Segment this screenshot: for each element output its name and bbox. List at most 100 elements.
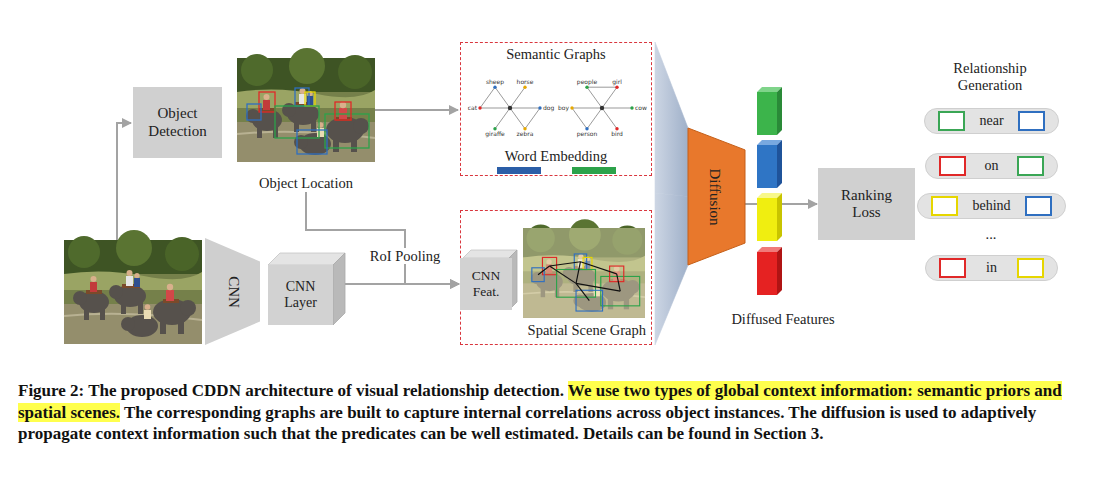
box-label: Object Detection — [141, 105, 215, 140]
diffused-feature-bar — [777, 140, 782, 188]
graph-dot — [585, 86, 588, 89]
graph-word: cat — [468, 105, 477, 111]
graph-link — [480, 87, 540, 129]
relation-pill: on — [925, 153, 1058, 179]
dashed-region: Spatial Scene Graph CNN Feat. — [460, 210, 652, 345]
graph-word: bird — [611, 131, 623, 137]
graph-dot — [478, 106, 481, 109]
object-square — [1019, 112, 1044, 130]
diffused-feature-bar — [777, 193, 782, 241]
diffused-feature-bar — [757, 140, 782, 188]
layer-box-3d — [333, 253, 345, 325]
figure-label: Diffused Features — [731, 311, 834, 328]
graph-word: people — [577, 79, 597, 85]
pill-shape — [918, 194, 1066, 219]
graph-dot — [523, 86, 526, 89]
graph-word: dog — [543, 105, 554, 111]
trapezoid-shape — [205, 238, 260, 345]
scene-graph-links — [576, 262, 580, 284]
diffused-feature-bar — [757, 87, 782, 135]
diffusion-trapezoid: Diffusion — [688, 128, 745, 265]
diffused-feature-bar — [777, 247, 782, 295]
detection-photo — [237, 48, 375, 162]
subject-square — [939, 112, 964, 130]
cnn-trapezoid: CNN — [205, 238, 260, 345]
scene-graph-links — [538, 262, 620, 301]
box-label: CNN Layer — [275, 279, 327, 311]
graph-hub — [600, 106, 604, 110]
diffused-feature-bar — [757, 198, 777, 241]
box-label: Diffusion — [705, 168, 722, 225]
trapezoid-shape — [688, 128, 745, 265]
subject-square — [932, 197, 957, 215]
input-arrow — [117, 123, 131, 240]
box-label: Spatial Scene Graph — [528, 322, 646, 339]
box-label: Object Location — [237, 175, 375, 192]
funnel-connector — [655, 42, 688, 197]
dashed-region: Semantic GraphsWord Embedding — [460, 42, 652, 176]
scene-graph-links — [550, 262, 581, 266]
box-label: CNN Feat. — [465, 268, 507, 299]
graph-dot — [523, 127, 526, 130]
subject-square — [940, 259, 965, 277]
object-square — [1018, 259, 1043, 277]
photo-tint — [523, 228, 645, 318]
graph-word: zebra — [517, 131, 534, 137]
scene-graph-links — [580, 262, 616, 274]
graph-hub — [508, 106, 512, 110]
scene-photo — [523, 219, 645, 318]
pill-shape — [925, 109, 1059, 134]
figure-label: Relationship Generation — [935, 60, 1045, 93]
box-label: behind — [972, 198, 1010, 214]
embedding-bar — [572, 167, 616, 174]
box-label: Word Embedding — [461, 148, 651, 165]
scene-graph-links — [617, 274, 621, 291]
diffused-feature-bar — [777, 87, 782, 135]
bounding-boxes — [247, 88, 369, 154]
graph-dot — [538, 106, 541, 109]
graph-link — [572, 87, 632, 129]
scene-graph-links — [550, 266, 577, 283]
graph-dot — [570, 106, 573, 109]
object-square — [1026, 197, 1051, 215]
diffused-feature-bar — [757, 247, 782, 295]
feature-box-3d — [463, 250, 517, 258]
arrow-connector — [333, 283, 459, 285]
graph-word: cow — [635, 105, 647, 111]
bounding-boxes — [532, 254, 640, 311]
box-label: on — [985, 158, 999, 174]
diffused-feature-bar — [757, 145, 777, 188]
pill-shape — [926, 154, 1058, 179]
scene-graph-links — [576, 283, 620, 291]
diffused-feature-bar — [757, 252, 777, 295]
layer-box: CNN Layer — [268, 265, 333, 325]
graph-dot — [493, 86, 496, 89]
funnel-connector — [655, 193, 688, 345]
figure-caption: Figure 2: The proposed CDDN architecture… — [18, 380, 1096, 445]
process-box: Ranking Loss — [818, 168, 915, 240]
graph-word: boy — [558, 105, 569, 111]
edge-label: RoI Pooling — [368, 248, 443, 265]
graph-dot — [585, 127, 588, 130]
scene-graph-photo — [523, 219, 645, 318]
graph-word: girl — [612, 79, 622, 85]
subject-square — [940, 157, 965, 175]
box-label: CNN — [224, 276, 241, 308]
graph-dot — [493, 127, 496, 130]
object-square — [1018, 157, 1043, 175]
box-label: Semantic Graphs — [461, 46, 651, 63]
scene-graph-links — [538, 266, 549, 275]
diffused-feature-bar — [757, 92, 777, 135]
process-box: Object Detection — [133, 87, 222, 158]
relation-pill: behind — [917, 193, 1066, 219]
pill-shape — [926, 256, 1058, 281]
layer-box-3d — [268, 253, 345, 325]
graph-dot — [630, 106, 633, 109]
relation-pill: near — [924, 108, 1059, 134]
graph-dot — [615, 127, 618, 130]
relation-pill: in — [925, 255, 1058, 281]
graph-word: person — [577, 131, 598, 137]
embedding-bar — [497, 167, 541, 174]
semantic-graph — [478, 86, 633, 131]
